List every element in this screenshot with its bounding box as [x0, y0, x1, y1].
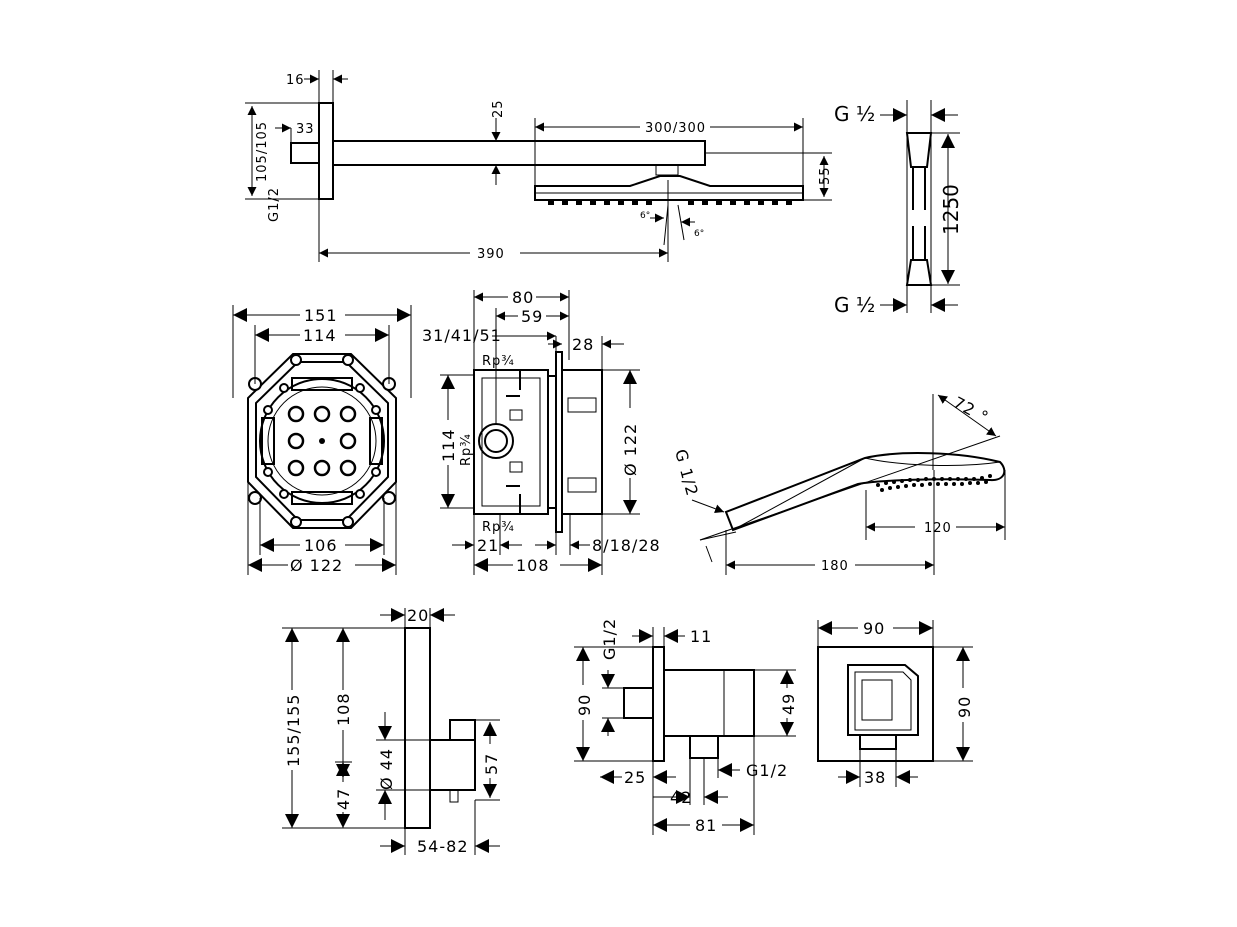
hand-shower-view: 72 ° G 1/2 120 180 [671, 393, 1006, 575]
dim-390: 390 [477, 247, 505, 262]
dim-16: 16 [286, 73, 305, 88]
shower-arm-view: 16 33 105/105 G1/2 25 300/300 55 390 6° … [245, 70, 833, 262]
dim-dia-122-side: Ø 122 [621, 423, 640, 476]
wall-outlet-side-view: 11 G1/2 90 49 25 42 G1/2 81 [574, 618, 798, 835]
hose-view: G ½ 1250 G ½ [834, 100, 963, 317]
hose-top-nut [905, 132, 933, 168]
dim-59: 59 [521, 307, 543, 326]
cover-frame [561, 369, 603, 515]
thermostat-view: 20 155/155 108 47 Ø 44 57 54-82 [282, 606, 501, 856]
spray-nozzles [876, 474, 992, 492]
wall-outlet-front-view: 90 90 38 [817, 619, 974, 787]
dim-114: 114 [303, 326, 337, 345]
dim-47: 47 [334, 788, 353, 810]
dim-49: 49 [779, 693, 798, 715]
dim-11: 11 [690, 627, 712, 646]
ibox-octagon [247, 353, 397, 529]
label-g12-outlet-top: G1/2 [600, 618, 619, 660]
flange-stub [290, 142, 320, 164]
outlet-thread [689, 735, 719, 759]
label-rp-top: Rp¾ [482, 354, 515, 369]
label-rp-mid: Rp¾ [459, 433, 474, 466]
dim-81: 81 [695, 816, 717, 835]
outlet-front-plate [817, 646, 934, 762]
dim-80: 80 [512, 288, 534, 307]
label-rp-bot: Rp¾ [482, 520, 515, 535]
dim-21: 21 [477, 536, 499, 555]
hand-shower-body [724, 452, 1006, 532]
dim-dia-44: Ø 44 [377, 748, 396, 790]
angle-72: 72 ° [950, 393, 992, 427]
dim-38: 38 [864, 768, 886, 787]
dim-114-side: 114 [439, 428, 458, 462]
dim-8-18-28: 8/18/28 [592, 536, 661, 555]
dim-57: 57 [482, 753, 501, 775]
dim-1250: 1250 [939, 184, 963, 235]
outlet-plate [652, 646, 665, 762]
label-g-half-bottom: G ½ [834, 293, 875, 317]
dim-105: 105/105 [255, 121, 270, 182]
outlet-holes [287, 405, 357, 477]
dim-300: 300/300 [645, 121, 706, 136]
hose-bottom-nut [905, 259, 933, 286]
label-g12: G1/2 [267, 187, 282, 222]
label-g12-outlet-bot: G1/2 [746, 761, 788, 780]
dim-dia-122: Ø 122 [290, 556, 343, 575]
label-g12-hand: G 1/2 [671, 447, 702, 499]
shower-head-top [534, 175, 804, 201]
dim-20: 20 [407, 606, 429, 625]
dim-54-82: 54-82 [417, 837, 469, 856]
thermostat-plate [404, 627, 431, 829]
dim-108-thermo: 108 [334, 692, 353, 726]
mount-screws [248, 354, 396, 528]
shower-arm [332, 140, 706, 166]
dim-155: 155/155 [284, 694, 303, 767]
wall-flange [318, 102, 334, 200]
dim-90-outlet: 90 [575, 694, 594, 716]
dim-28: 28 [572, 335, 594, 354]
dim-120: 120 [924, 521, 952, 536]
label-g-half-top: G ½ [834, 102, 875, 126]
dim-25-outlet: 25 [624, 768, 646, 787]
ibox-front-view: 151 114 106 Ø 122 [232, 305, 412, 575]
dim-25: 25 [491, 99, 506, 118]
dim-42: 42 [670, 788, 692, 807]
angle-6a: 6° [640, 211, 650, 221]
thermostat-body [429, 739, 476, 791]
dim-108-side: 108 [516, 556, 550, 575]
outlet-body [663, 669, 755, 737]
ibox-side-view: 80 59 31/41/51 28 Rp¾ Rp¾ Rp¾ 114 Ø 122 … [422, 288, 661, 575]
dim-33: 33 [296, 122, 315, 137]
nozzle-row [548, 200, 792, 205]
dim-55: 55 [818, 166, 833, 185]
dim-180: 180 [821, 559, 849, 574]
dim-31-41-51: 31/41/51 [422, 326, 502, 345]
dim-90-width: 90 [863, 619, 885, 638]
arm-connector [655, 164, 679, 176]
dim-106: 106 [304, 536, 338, 555]
dim-151: 151 [304, 306, 338, 325]
dim-90-height: 90 [955, 696, 974, 718]
angle-6b: 6° [694, 229, 704, 239]
